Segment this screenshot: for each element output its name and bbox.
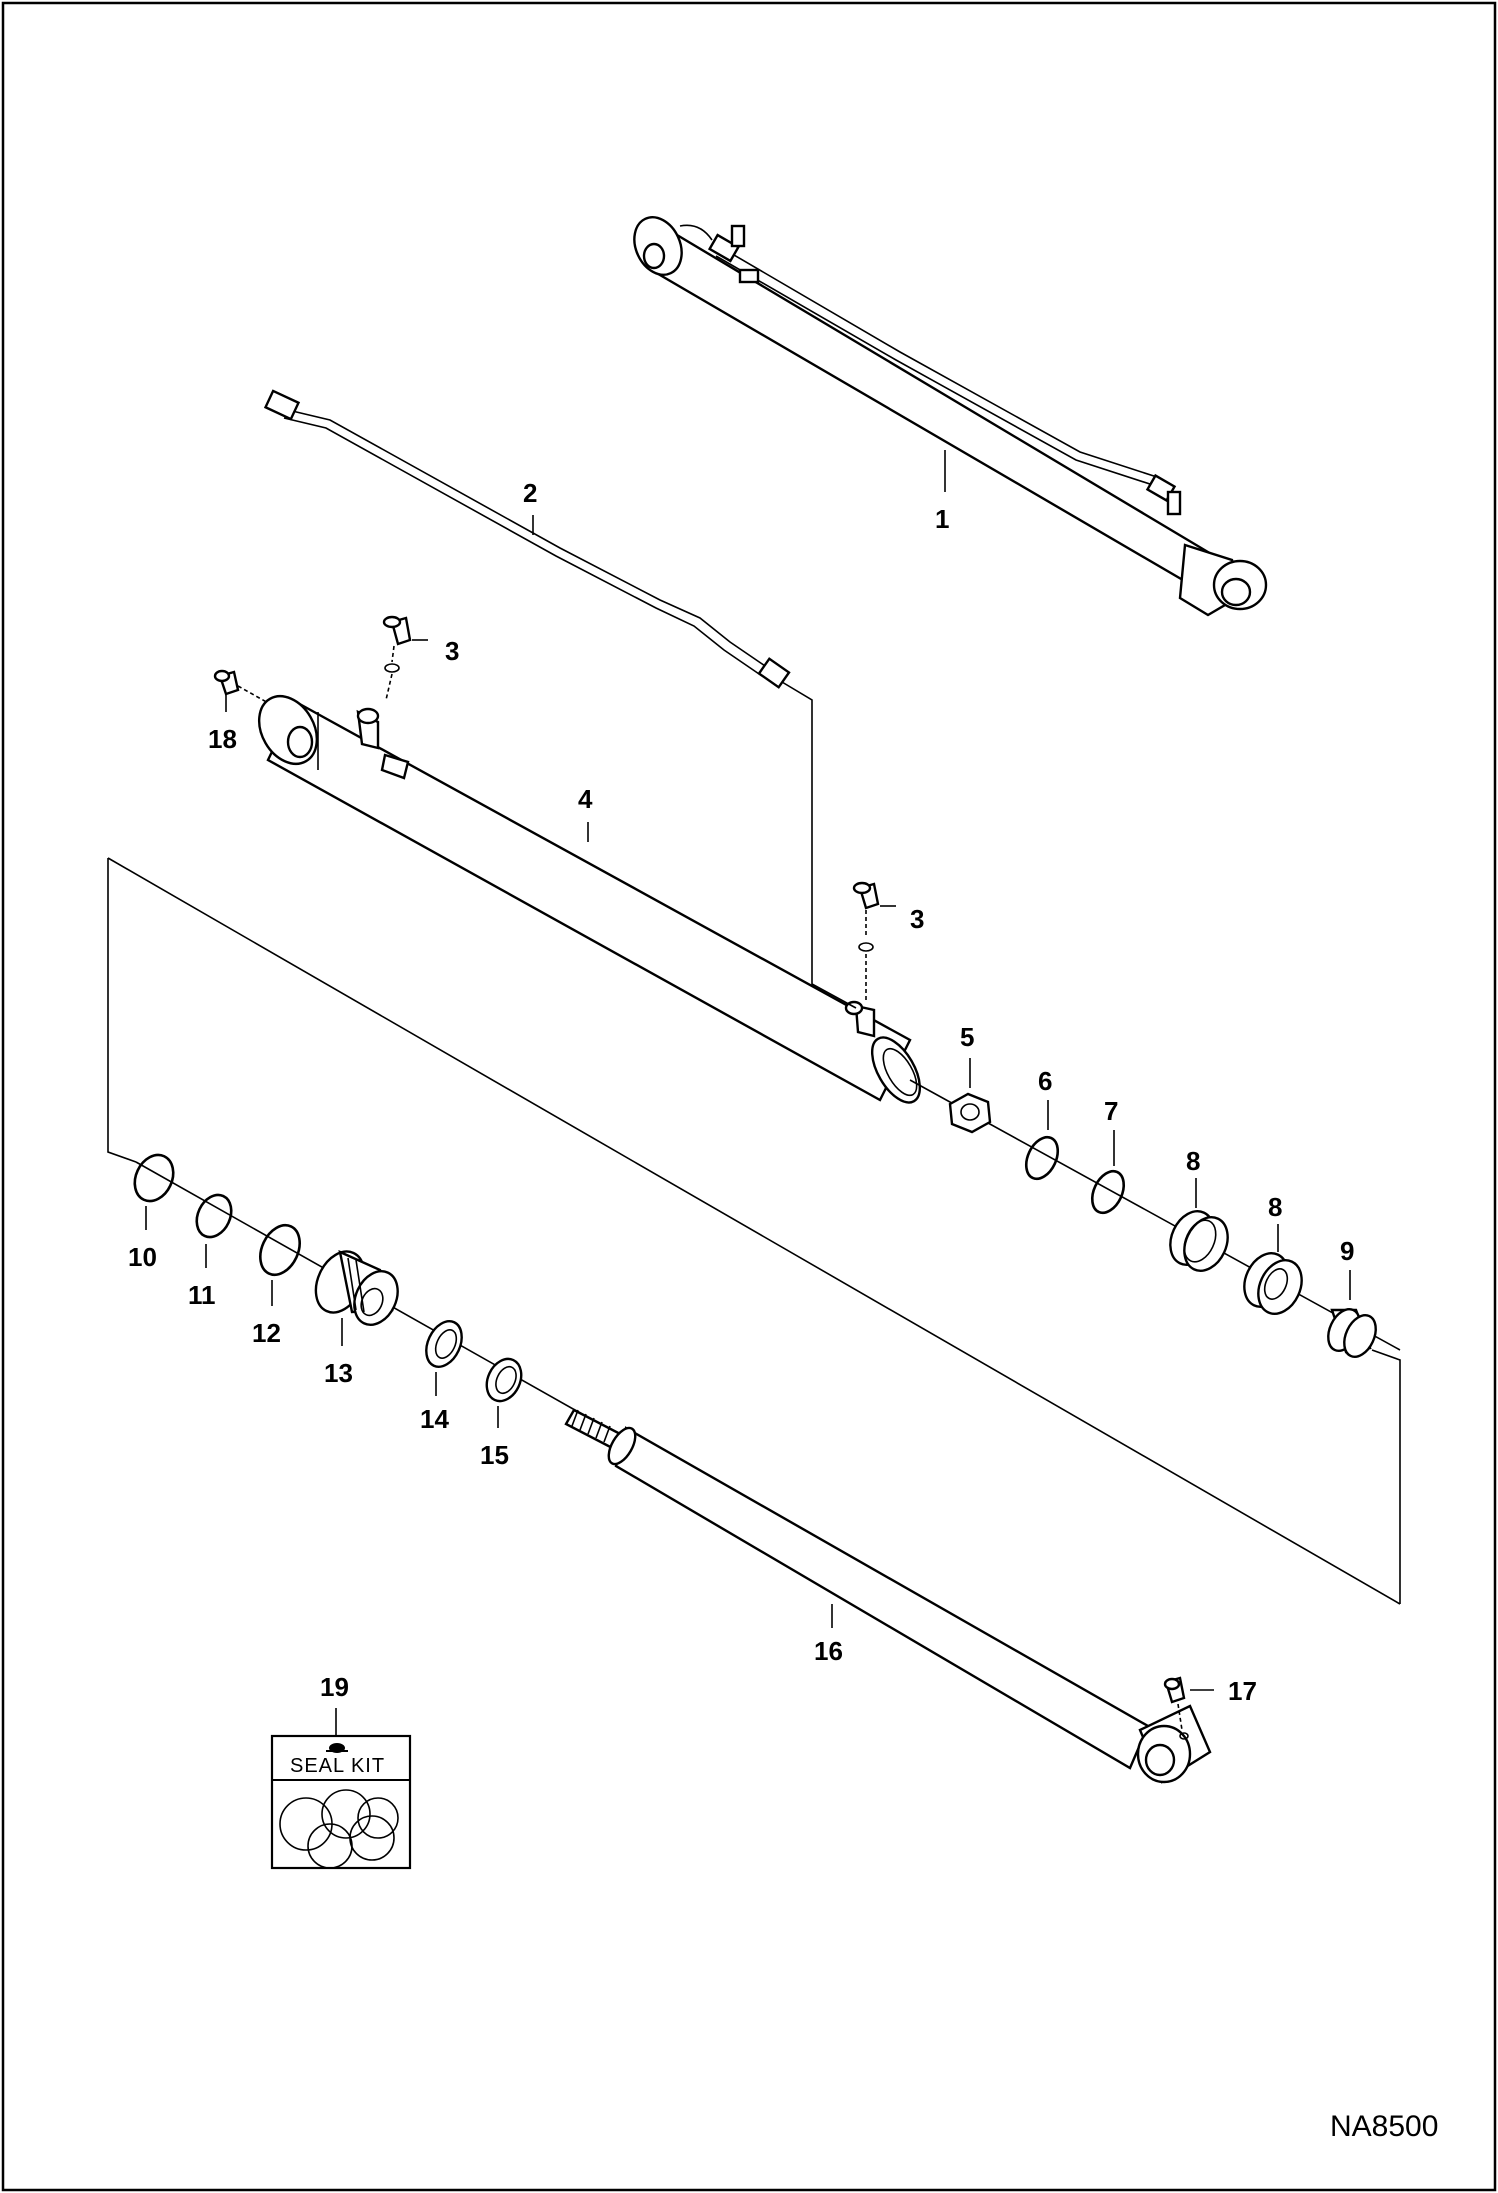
part-5-nut [948,1092,992,1134]
callout-7: 7 [1104,1096,1118,1126]
part-1-cylinder-assembly [633,216,1268,617]
part-10-o-ring [133,1153,175,1203]
callout-13: 13 [324,1358,353,1388]
part-16-piston-rod [564,1408,1212,1784]
bracket-left [107,858,137,1163]
part-9-wear-ring [1327,1308,1377,1358]
callout-11: 11 [188,1280,216,1310]
callout-10: 10 [128,1242,157,1272]
callout-1: 1 [935,504,949,534]
callout-6: 6 [1038,1066,1052,1096]
callout-17: 17 [1228,1676,1257,1706]
callout-9: 9 [1340,1236,1354,1266]
part-4-barrel [257,695,922,1104]
seal-kit-label: SEAL KIT [290,1755,385,1777]
part-18-grease-fitting [213,669,271,705]
part-19-seal-kit: SEAL KIT [270,1734,412,1870]
callout-19: 19 [320,1672,349,1702]
part-15-wiper [485,1357,523,1403]
callout-8b: 8 [1268,1192,1282,1222]
bracket-top-diagonal [107,857,1401,1605]
callout-16: 16 [814,1636,843,1666]
callout-5: 5 [960,1022,974,1052]
part-3-lower-fitting [852,881,880,1000]
part-3-upper-fitting [382,615,412,701]
callout-12: 12 [252,1318,281,1348]
part-17-grease-fitting [1163,1676,1186,1731]
callout-3b: 3 [910,904,924,934]
assembly-axis-upper [909,1079,1401,1351]
callout-15: 15 [480,1440,509,1470]
callout-14: 14 [420,1404,449,1434]
part-2-hose-line [263,389,791,689]
part-6-o-ring [1024,1135,1060,1181]
part-7-backup-ring [1090,1169,1126,1215]
part-13-head-gland [314,1249,399,1326]
callout-3a: 3 [445,636,459,666]
callout-8a: 8 [1186,1146,1200,1176]
bracket-right [1371,1349,1401,1604]
part-8-seal-a [1169,1210,1229,1272]
callout-4: 4 [578,784,593,814]
callout-18: 18 [208,724,237,754]
callout-2: 2 [523,478,537,508]
part-11-backup-ring [195,1193,233,1239]
part-8-seal-b [1243,1252,1303,1315]
leader-hose-to-port [781,681,857,1009]
part-14-rod-seal [425,1320,463,1368]
part-12-o-ring [259,1223,301,1277]
drawing-code: NA8500 [1330,2110,1438,2143]
